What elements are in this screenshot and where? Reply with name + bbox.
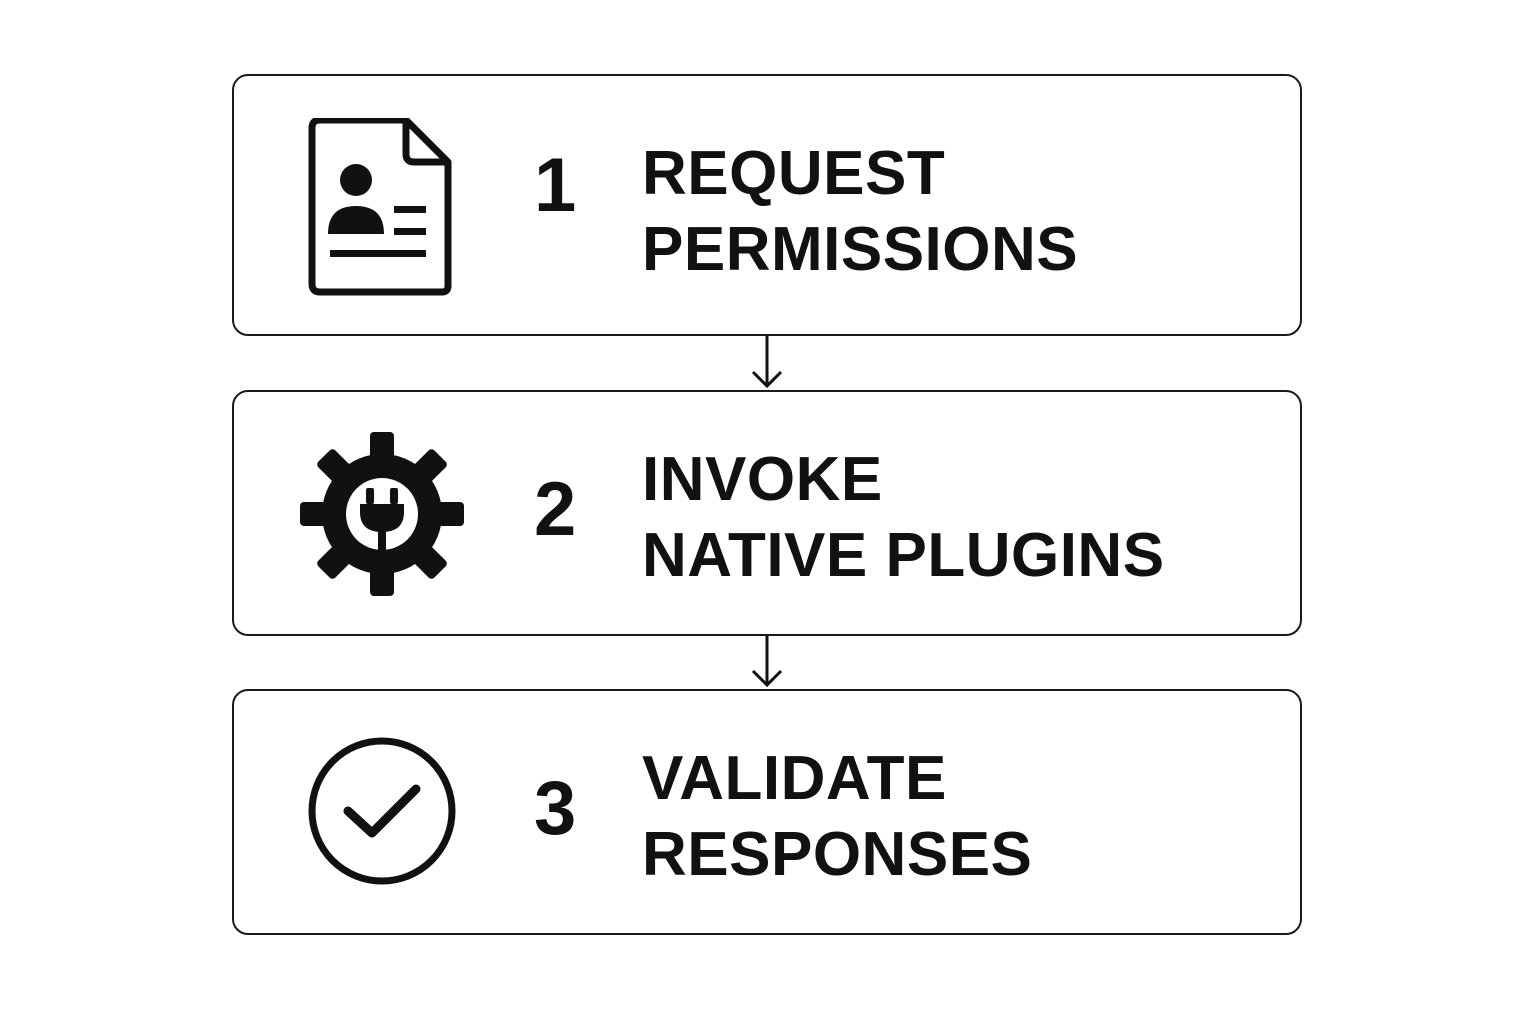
step-number: 1 <box>534 143 577 228</box>
step-label-line-2: PERMISSIONS <box>642 215 1079 284</box>
step-label-line-1: INVOKE <box>642 445 883 514</box>
step-label-line-2: RESPONSES <box>642 820 1033 889</box>
document-user-icon <box>308 118 452 296</box>
step-label: REQUEST PERMISSIONS <box>642 136 1078 288</box>
gear-plug-icon <box>300 432 464 596</box>
step-label: INVOKE NATIVE PLUGINS <box>642 442 1165 594</box>
step-1-box: 1 REQUEST PERMISSIONS <box>232 74 1302 336</box>
step-number: 3 <box>534 766 577 851</box>
step-3-box: 3 VALIDATE RESPONSES <box>232 689 1302 935</box>
step-label-line-1: REQUEST <box>642 139 946 208</box>
arrow-down-icon <box>751 636 783 688</box>
step-2-box: 2 INVOKE NATIVE PLUGINS <box>232 390 1302 636</box>
check-circle-icon <box>308 737 456 885</box>
step-label: VALIDATE RESPONSES <box>642 741 1032 893</box>
step-number: 2 <box>534 467 577 552</box>
step-label-line-1: VALIDATE <box>642 744 947 813</box>
arrow-down-icon <box>751 336 783 389</box>
step-label-line-2: NATIVE PLUGINS <box>642 521 1165 590</box>
